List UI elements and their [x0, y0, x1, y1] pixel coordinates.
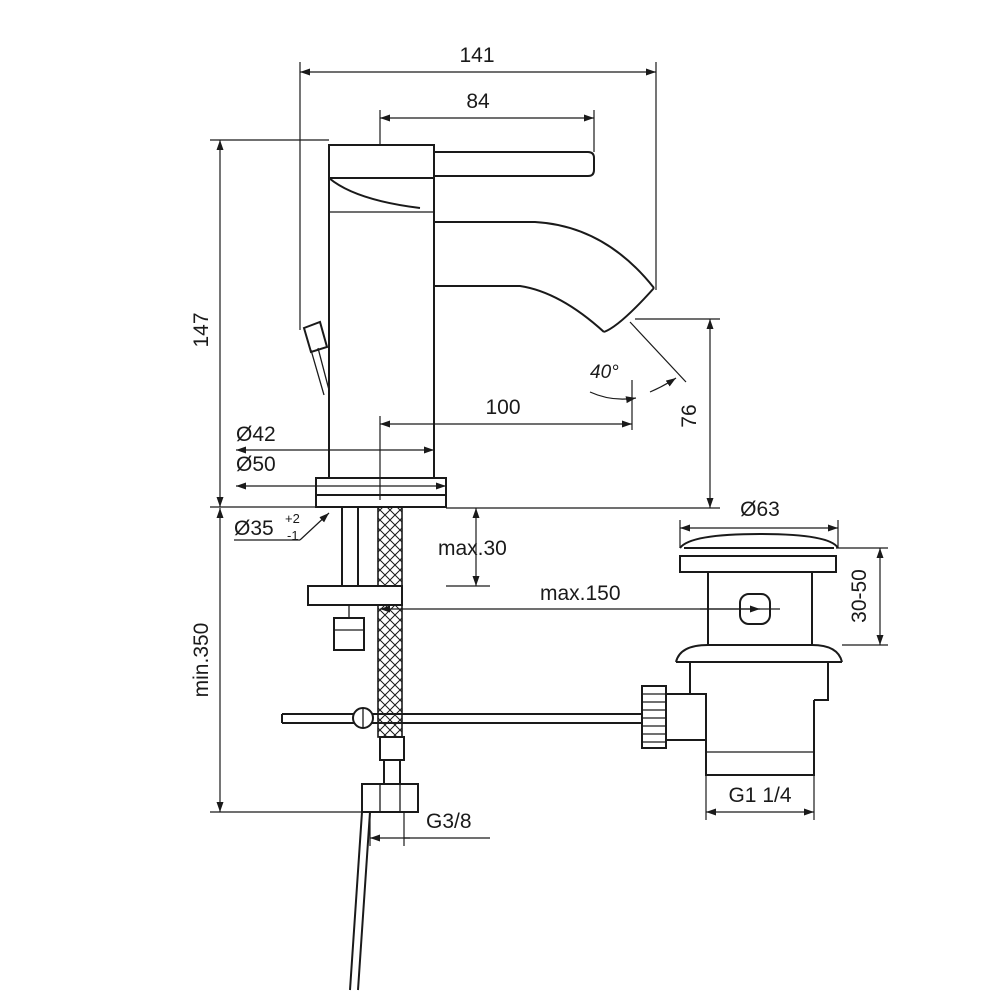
dim-label-waste-thread: G1 1/4: [728, 784, 791, 807]
dim-label-overall-width: 141: [459, 44, 494, 67]
dim-label-spout-angle: 40°: [590, 362, 619, 383]
dim-label-deck-thickness: max.30: [438, 537, 507, 560]
faucet-body: [302, 144, 655, 508]
dim-spout-angle: 40°: [589, 321, 687, 404]
dim-label-spout-reach: 100: [485, 396, 520, 419]
dim-spout-height: 76: [446, 318, 720, 509]
dim-label-spout-height: 76: [678, 404, 701, 427]
dim-overall-width: 141: [299, 44, 657, 330]
dim-label-lever-length: 84: [466, 90, 490, 113]
dim-label-hose-thread: G3/8: [426, 810, 472, 833]
dim-waste-diameter: Ø63: [679, 498, 839, 548]
dim-body-diameter: Ø42: [236, 423, 434, 454]
dim-label-base-diameter: Ø50: [236, 453, 276, 476]
dim-hole-diameter: Ø35 +2 -1: [234, 511, 330, 543]
dim-label-rod-length: max.150: [540, 582, 621, 605]
dim-lever-length: 84: [379, 90, 595, 152]
dim-label-hole-tol-minus: -1: [287, 528, 299, 543]
mounting-assembly: [281, 506, 642, 991]
dim-label-hole-tol-plus: +2: [285, 511, 300, 526]
dim-label-hose-length: min.350: [190, 623, 213, 698]
dim-label-hole-diameter: Ø35: [234, 517, 274, 540]
dim-base-diameter: Ø50: [236, 453, 446, 490]
dim-hose-length: min.350: [190, 508, 362, 813]
dim-waste-thread: G1 1/4: [705, 775, 815, 820]
dim-rod-length: max.150: [380, 582, 760, 613]
dim-label-overall-height: 147: [190, 312, 213, 347]
waste-assembly: [641, 532, 843, 776]
dim-hose-thread: G3/8: [369, 810, 490, 846]
dim-label-waste-diameter: Ø63: [740, 498, 780, 521]
dim-label-body-diameter: Ø42: [236, 423, 276, 446]
dim-deck-thickness: max.30: [438, 508, 507, 587]
dim-waste-range: 30-50: [836, 547, 888, 646]
dim-label-waste-range: 30-50: [848, 569, 871, 623]
dim-overall-height: 147: [190, 139, 329, 508]
